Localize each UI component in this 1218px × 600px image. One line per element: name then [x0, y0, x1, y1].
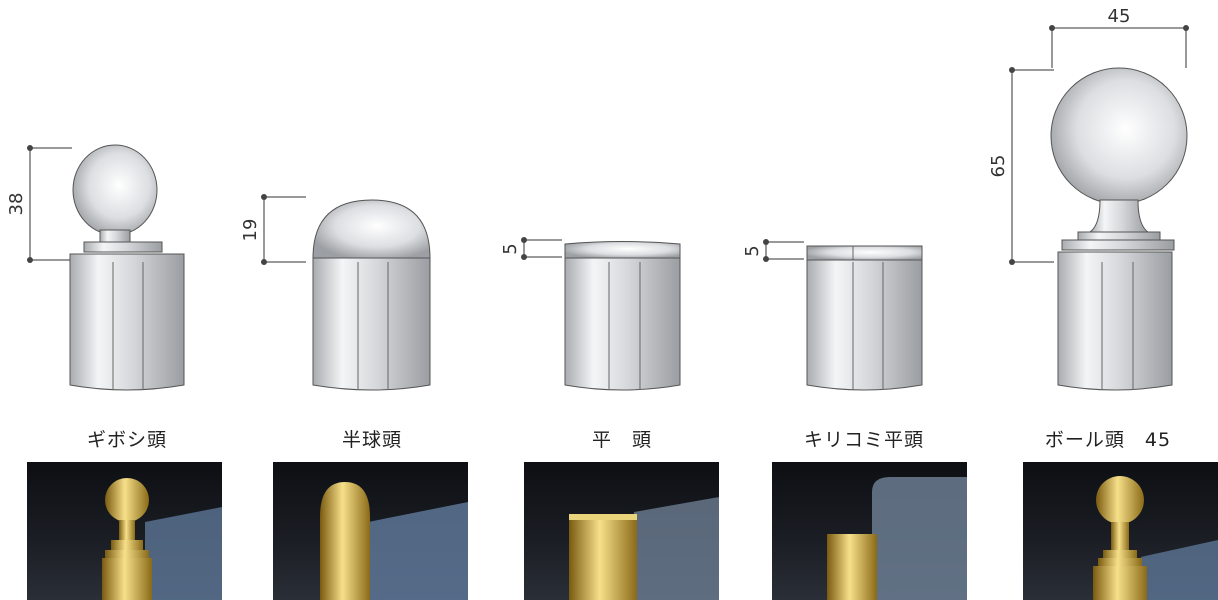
giboshi-head-drawing: 38 — [6, 144, 185, 391]
caption-giboshi-head: ギボシ頭 — [86, 429, 168, 451]
photo-flat-head — [524, 462, 719, 600]
technical-drawings: 38 19 5 5 — [6, 6, 1189, 391]
caption-hemisphere-head: 半球頭 — [341, 429, 403, 451]
ball-head-drawing: 45 65 — [988, 6, 1189, 391]
caption-kirikomi-flat-head: キリコミ平頭 — [803, 429, 925, 451]
hemisphere-head-drawing: 19 — [240, 194, 431, 391]
photo-ball-head — [1023, 462, 1218, 600]
height-dimension-label: 65 — [988, 155, 1009, 178]
kirikomi-flat-head-drawing: 5 — [742, 239, 923, 391]
dimension-label: 5 — [500, 243, 521, 254]
caption-flat-head: 平 頭 — [591, 429, 653, 451]
photo-hemisphere-head — [273, 462, 468, 600]
flat-head-drawing: 5 — [500, 237, 681, 391]
caption-ball-head: ボール頭 45 — [1044, 429, 1172, 451]
photo-giboshi-head — [27, 462, 222, 600]
dimension-label: 5 — [742, 245, 763, 256]
photo-kirikomi-flat-head — [772, 462, 967, 600]
dimension-label: 38 — [6, 193, 27, 216]
dimension-label: 19 — [240, 219, 261, 242]
width-dimension-label: 45 — [1108, 6, 1131, 27]
